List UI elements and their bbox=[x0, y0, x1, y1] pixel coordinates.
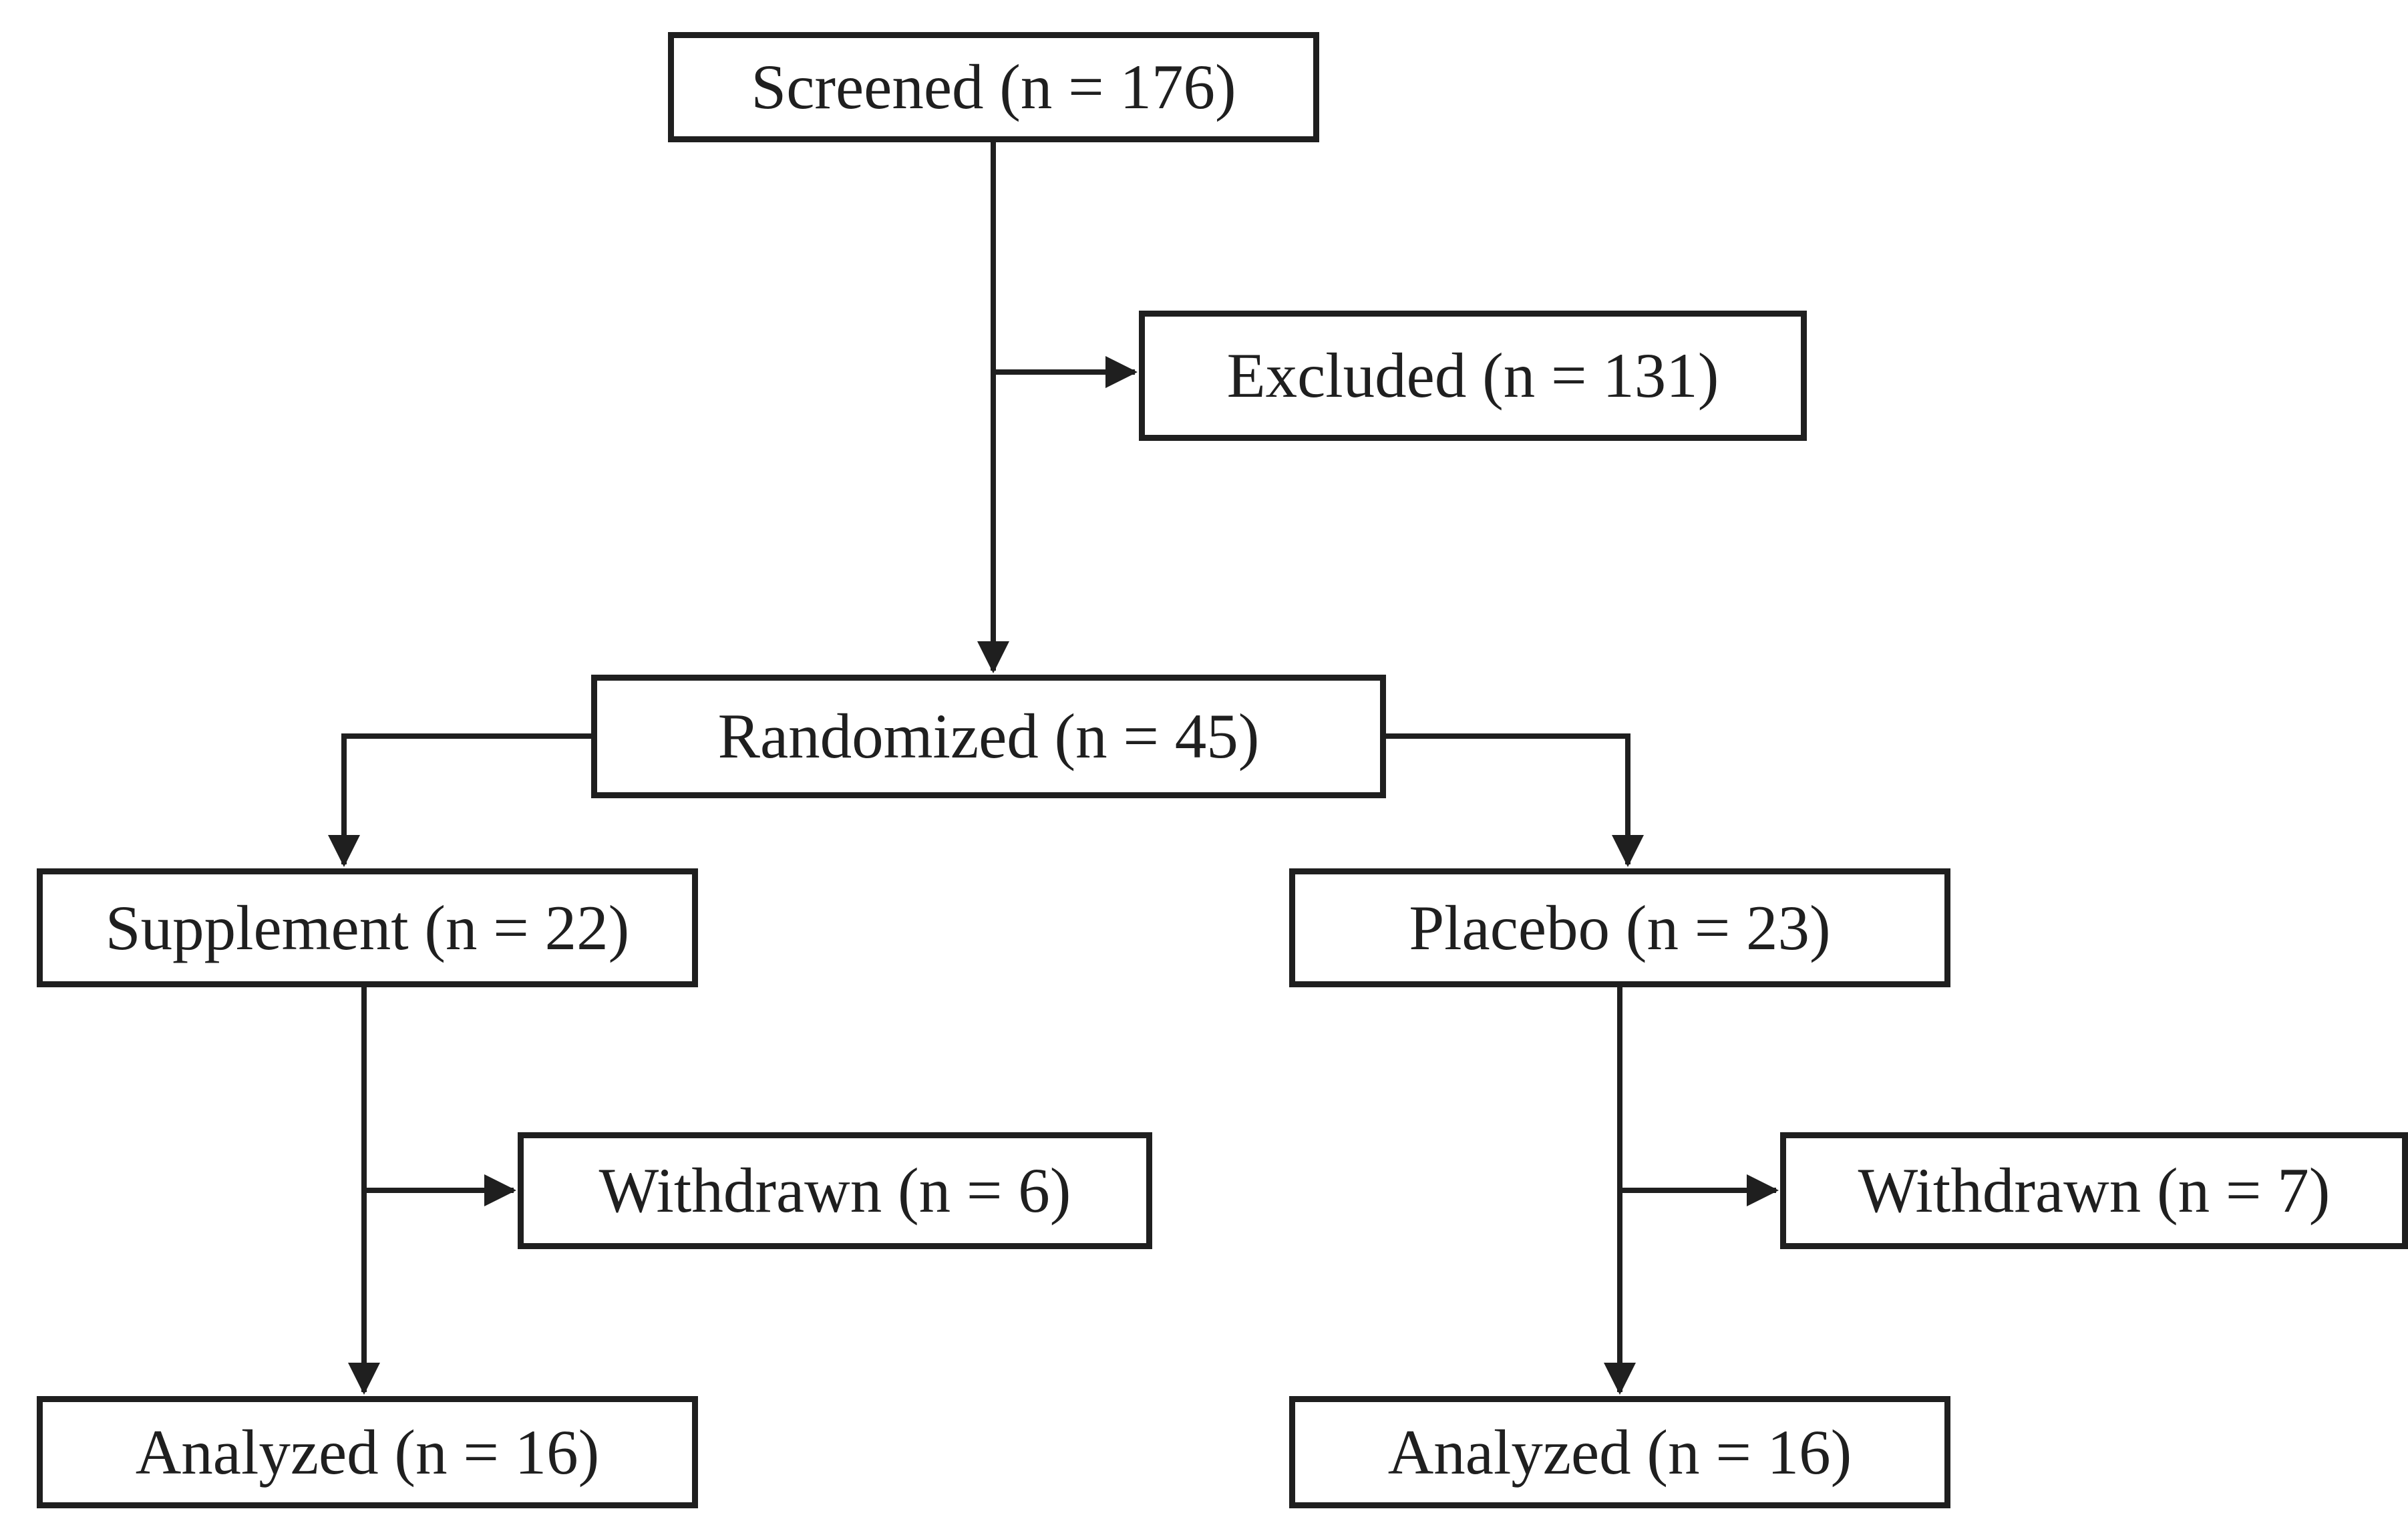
node-placebo-label: Placebo (n = 23) bbox=[1409, 892, 1831, 963]
node-analyzed-supplement-label: Analyzed (n = 16) bbox=[135, 1416, 600, 1488]
node-withdrawn-placebo: Withdrawn (n = 7) bbox=[1780, 1132, 2408, 1249]
edge-randomized-to-placebo bbox=[1383, 733, 1644, 867]
node-supplement-label: Supplement (n = 22) bbox=[105, 892, 630, 963]
edge-randomized-to-supplement bbox=[328, 733, 594, 867]
node-excluded-label: Excluded (n = 131) bbox=[1226, 340, 1719, 411]
node-screened-label: Screened (n = 176) bbox=[751, 51, 1236, 122]
node-placebo: Placebo (n = 23) bbox=[1289, 868, 1950, 987]
node-withdrawn-placebo-label: Withdrawn (n = 7) bbox=[1858, 1155, 2331, 1226]
node-withdrawn-supplement-label: Withdrawn (n = 6) bbox=[598, 1155, 1071, 1226]
node-screened: Screened (n = 176) bbox=[668, 32, 1319, 142]
node-excluded: Excluded (n = 131) bbox=[1139, 311, 1807, 441]
node-randomized-label: Randomized (n = 45) bbox=[717, 701, 1260, 772]
node-withdrawn-supplement: Withdrawn (n = 6) bbox=[518, 1132, 1152, 1249]
node-randomized: Randomized (n = 45) bbox=[591, 675, 1386, 798]
node-supplement: Supplement (n = 22) bbox=[37, 868, 698, 987]
node-analyzed-supplement: Analyzed (n = 16) bbox=[37, 1396, 698, 1508]
node-analyzed-placebo: Analyzed (n = 16) bbox=[1289, 1396, 1950, 1508]
node-analyzed-placebo-label: Analyzed (n = 16) bbox=[1387, 1416, 1852, 1488]
